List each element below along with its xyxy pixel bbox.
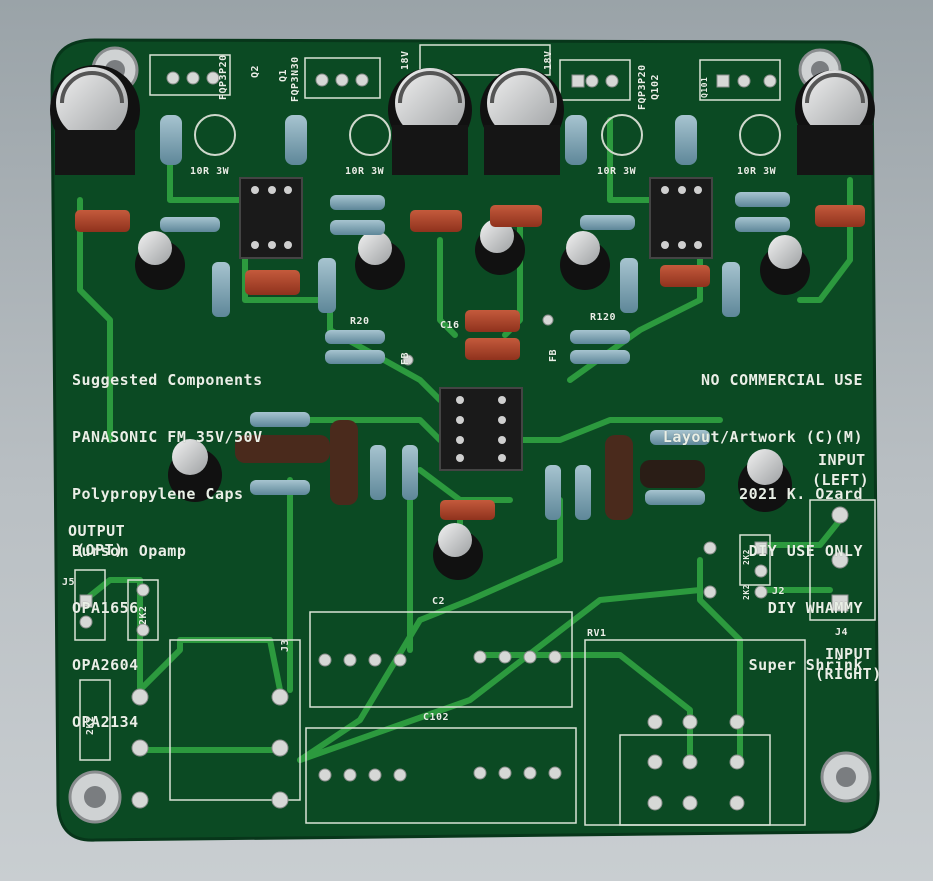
j4-label: J4 [835,627,849,638]
left-note-4: OPA1656 [72,599,139,617]
rv1-label: RV1 [587,628,607,639]
fb-left-label: FB [400,351,411,365]
heatsink-markings [194,114,781,156]
c2-label: C2 [432,596,446,607]
left-note-6: OPA2134 [72,713,139,731]
left-note-1: PANASONIC FM 35V/50V [72,428,263,446]
r2k2-d-label: 2K2 [742,584,751,600]
res-10r-3: 10R 3W [597,166,637,177]
right-note-0: NO COMMERCIAL USE [700,371,863,389]
v18-right-label: 18V [543,50,554,70]
v18-left-label: 18V [400,50,411,70]
q2-part-label: FQP3P20 [218,54,229,100]
output-opt-label: (OPT) [76,541,124,559]
res-10r-1: 10R 3W [190,166,230,177]
r2k2-c-label: 2K2 [742,549,751,565]
right-note-3: DIY USE ONLY [748,542,863,560]
left-note-3: Burson Opamp [72,542,187,560]
left-notes: Suggested Components PANASONIC FM 35V/50… [72,333,263,770]
r20-label: R20 [350,316,370,327]
resistors [160,115,790,520]
r2k2-a-label: 2K2 [138,605,149,625]
fb-right-label: FB [548,348,559,362]
res-10r-2: 10R 3W [345,166,385,177]
copper-traces [77,117,853,763]
input-left-label: INPUT [818,451,866,469]
solder-pads [79,71,849,811]
q1-label: Q1 [278,68,289,82]
left-note-5: OPA2604 [72,656,139,674]
small-electrolytic-caps [135,219,810,580]
c16-label: C16 [440,320,460,331]
silkscreen-outlines [74,44,876,826]
right-note-1: Layout/Artwork (C)(M) [662,428,863,446]
input-left-side: (LEFT) [812,471,870,489]
right-note-4: DIY WHAMMY [767,599,863,617]
input-right-side: (RIGHT) [815,665,882,683]
ic-sockets [239,177,713,471]
q101-label: Q101 [700,76,709,98]
q1-part-label: FQP3N30 [290,56,301,102]
j5-label: J5 [62,577,76,588]
r120-label: R120 [590,312,617,323]
q102-part-label: FQP3P20 [637,64,648,110]
large-electrolytic-caps [50,65,875,175]
right-notes: NO COMMERCIAL USE Layout/Artwork (C)(M) … [663,333,863,713]
right-note-5: Super Shrink [748,656,863,674]
q2-label: Q2 [250,64,261,78]
res-10r-4: 10R 3W [737,166,777,177]
q102-label: Q102 [650,73,661,100]
input-right-label: INPUT [825,645,873,663]
left-note-0: Suggested Components [72,371,263,389]
left-note-2: Polypropylene Caps [72,485,244,503]
j3-label: J3 [280,638,291,652]
film-capacitors [75,205,865,520]
j2-label: J2 [772,586,786,597]
r2k2-b-label: 2K2 [85,715,96,735]
output-label: OUTPUT [68,522,126,540]
c102-label: C102 [423,712,450,723]
right-note-2: 2021 K. Ozard [739,485,863,503]
